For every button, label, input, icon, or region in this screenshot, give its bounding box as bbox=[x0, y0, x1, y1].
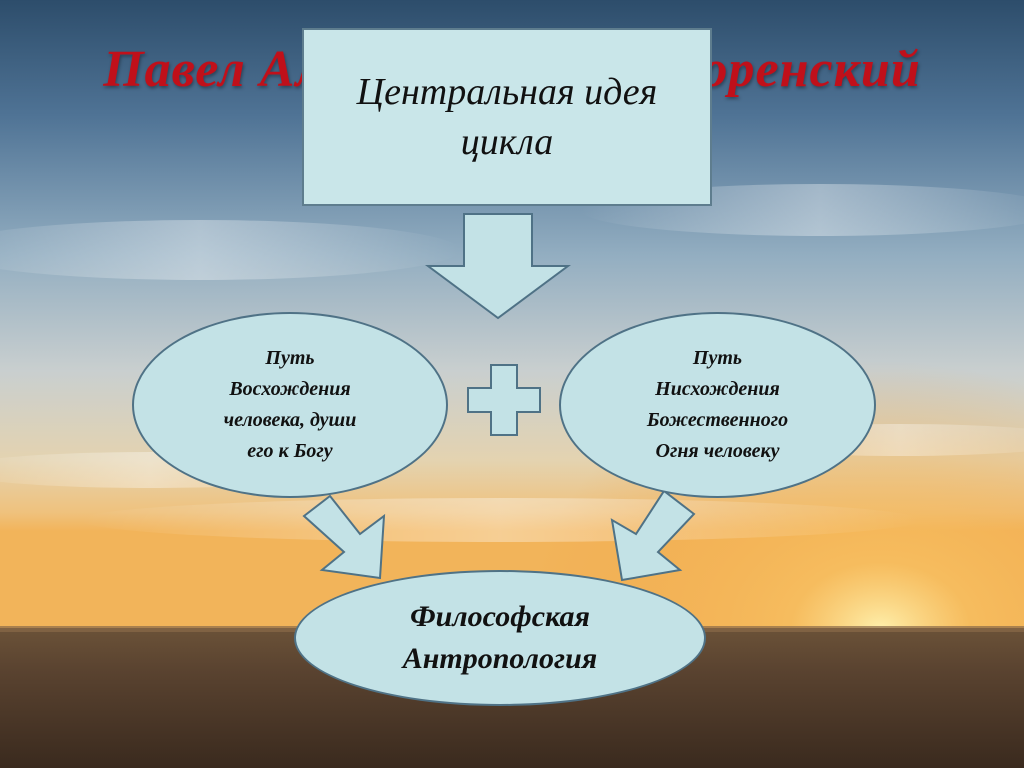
central-idea-box: Центральная идея цикла bbox=[302, 28, 712, 206]
central-idea-line-2: цикла bbox=[460, 121, 554, 163]
ascent-line-1: Путь bbox=[265, 347, 315, 369]
descent-line-3: Божественного bbox=[646, 409, 789, 431]
descent-line-1: Путь bbox=[692, 347, 743, 369]
descent-path-ellipse: Путь Нисхождения Божественного Огня чело… bbox=[559, 312, 876, 498]
ascent-line-2: Восхождения bbox=[229, 378, 351, 400]
anthropology-line-2: Антропология bbox=[402, 642, 598, 675]
philosophical-anthropology-ellipse: Философская Антропология bbox=[294, 570, 706, 706]
ascent-path-ellipse: Путь Восхождения человека, души его к Бо… bbox=[132, 312, 448, 498]
ascent-line-4: его к Богу bbox=[247, 440, 333, 462]
anthropology-line-1: Философская bbox=[410, 600, 590, 633]
descent-line-2: Нисхождения bbox=[655, 378, 780, 400]
ascent-line-3: человека, души bbox=[223, 409, 357, 431]
central-idea-line-1: Центральная идея bbox=[356, 71, 658, 113]
descent-line-4: Огня человеку bbox=[655, 440, 780, 462]
